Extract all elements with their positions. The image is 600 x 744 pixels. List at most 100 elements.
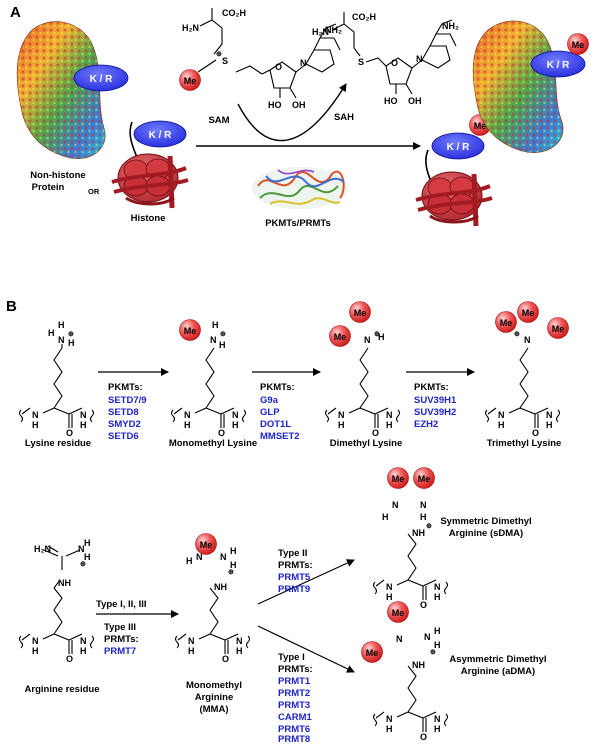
kr-residue-nonhistone: K / R — [73, 64, 129, 92]
sam-chem-labels: CO₂H H₂N S ⊕ O N NH₂ HO OH — [182, 8, 342, 110]
histone-label: Histone — [131, 213, 166, 224]
svg-text:⊕: ⊕ — [80, 561, 86, 568]
prmt7-label: PRMT7 — [104, 646, 136, 657]
svg-text:CO₂H: CO₂H — [222, 8, 246, 18]
arginine-residue-label: Arginine residue — [25, 684, 100, 695]
svg-text:O: O — [275, 62, 282, 72]
type-iii-label: Type III — [104, 622, 136, 633]
svg-text:N: N — [32, 636, 39, 646]
nonhistone-protein-surface — [16, 21, 106, 159]
svg-text:N: N — [80, 636, 87, 646]
nonhistone-label-line2: Protein — [32, 182, 65, 193]
mma-label-line1: Monomethyl — [186, 680, 242, 691]
svg-text:Me: Me — [418, 474, 431, 484]
svg-text:N: N — [338, 410, 345, 420]
dimethyl-lysine-structure: N ⊕ H Me Me N H N H O — [324, 301, 401, 438]
svg-text:N: N — [32, 410, 39, 420]
svg-text:N: N — [78, 544, 85, 554]
svg-text:NH: NH — [58, 578, 71, 588]
svg-text:K / R: K / R — [149, 130, 173, 141]
svg-text:O: O — [532, 428, 539, 438]
sam-to-sah-arrow — [237, 83, 347, 142]
svg-text:H: H — [386, 724, 393, 734]
svg-text:Me: Me — [200, 540, 213, 550]
step3-enzyme-3: EZH2 — [414, 419, 438, 430]
svg-text:H: H — [434, 724, 441, 734]
svg-text:N: N — [434, 582, 441, 592]
type-i-enzyme-2: PRMT2 — [278, 688, 310, 699]
svg-text:Me: Me — [474, 121, 487, 131]
svg-text:H: H — [546, 420, 553, 430]
type-i-enzyme-6: PRMT8 — [278, 734, 310, 744]
svg-text:H: H — [80, 646, 87, 656]
svg-text:NH₂: NH₂ — [442, 21, 459, 31]
svg-text:H: H — [420, 512, 427, 522]
kr-residue-nonhistone-right: K / R Me — [530, 33, 589, 78]
adma-label-line2: Arginine (aDMA) — [461, 666, 535, 677]
svg-text:N: N — [210, 335, 217, 345]
svg-text:⊕: ⊕ — [514, 331, 520, 338]
step2-enzyme-3: DOT1L — [260, 419, 291, 430]
svg-text:H₂N: H₂N — [312, 27, 329, 37]
svg-text:Me: Me — [500, 318, 513, 328]
svg-text:H: H — [84, 552, 91, 562]
svg-text:N: N — [396, 634, 403, 644]
svg-text:K / R: K / R — [90, 74, 114, 85]
svg-text:NH: NH — [412, 528, 425, 538]
svg-text:N: N — [424, 632, 431, 642]
sdma-label-line2: Arginine (sDMA) — [449, 528, 523, 539]
sah-structure — [331, 12, 457, 95]
trimethyl-lysine-structure: N ⊕ Me Me Me N H N H O — [484, 301, 569, 438]
svg-text:H: H — [84, 538, 91, 548]
svg-text:K / R: K / R — [447, 142, 471, 153]
svg-text:H: H — [212, 320, 219, 330]
enzyme-ribbon-structure — [252, 167, 348, 209]
type-123-label: Type I, II, III — [96, 599, 147, 610]
svg-text:N: N — [386, 582, 393, 592]
svg-text:H₂N: H₂N — [182, 23, 199, 33]
svg-text:N: N — [196, 552, 203, 562]
svg-text:H: H — [338, 420, 345, 430]
svg-text:NH: NH — [214, 582, 227, 592]
type-ii-enzyme-1: PRMT5 — [278, 572, 311, 583]
svg-text:N: N — [220, 552, 227, 562]
svg-text:O: O — [372, 428, 379, 438]
svg-text:N: N — [188, 636, 195, 646]
step2-pkmts-label: PKMTs: — [260, 382, 295, 393]
mma-label-line3: (MMA) — [199, 704, 228, 715]
svg-text:NH₂: NH₂ — [325, 25, 342, 35]
svg-text:N: N — [58, 335, 65, 345]
svg-text:⊕: ⊕ — [68, 331, 74, 338]
svg-text:Me: Me — [334, 332, 347, 342]
svg-text:Me: Me — [184, 326, 197, 336]
svg-text:O: O — [66, 654, 73, 664]
svg-text:N: N — [300, 58, 307, 68]
svg-text:⊕: ⊕ — [216, 51, 222, 58]
step2-enzyme-2: GLP — [260, 407, 280, 418]
type-i-enzyme-3: PRMT3 — [278, 700, 310, 711]
arginine-residue-structure: NH H₂N N H H ⊕ N H N H O — [18, 538, 95, 664]
type-i-arrow — [257, 625, 355, 673]
svg-text:Me: Me — [522, 308, 535, 318]
type-i-enzyme-4: CARM1 — [278, 712, 312, 723]
svg-text:N: N — [392, 500, 399, 510]
lysine-residue-label: Lysine residue — [25, 438, 91, 449]
sam-structure — [197, 8, 341, 99]
type-i-prmts-label: PRMTs: — [278, 664, 313, 675]
step1-enzyme-1: SETD7/9 — [108, 395, 147, 406]
svg-text:N: N — [184, 410, 191, 420]
type-ii-label: Type II — [278, 548, 307, 559]
type-i-enzyme-5: PRMT6 — [278, 724, 310, 735]
svg-text:H: H — [58, 320, 65, 330]
sdma-label-line1: Symmetric Dimethyl — [440, 516, 531, 527]
svg-text:N: N — [420, 500, 427, 510]
step1-enzyme-4: SETD6 — [108, 431, 139, 442]
svg-text:H: H — [32, 420, 39, 430]
svg-text:N: N — [524, 335, 531, 345]
sah-chem-labels: CO₂H H₂N S O N NH₂ HO OH — [312, 12, 459, 106]
svg-text:H: H — [186, 556, 193, 566]
monomethyl-lysine-structure: N ⊕ H H Me N H N H O — [170, 319, 247, 438]
svg-text:H: H — [219, 340, 226, 350]
svg-text:NH: NH — [412, 660, 425, 670]
step2-enzyme-1: G9a — [260, 395, 279, 406]
